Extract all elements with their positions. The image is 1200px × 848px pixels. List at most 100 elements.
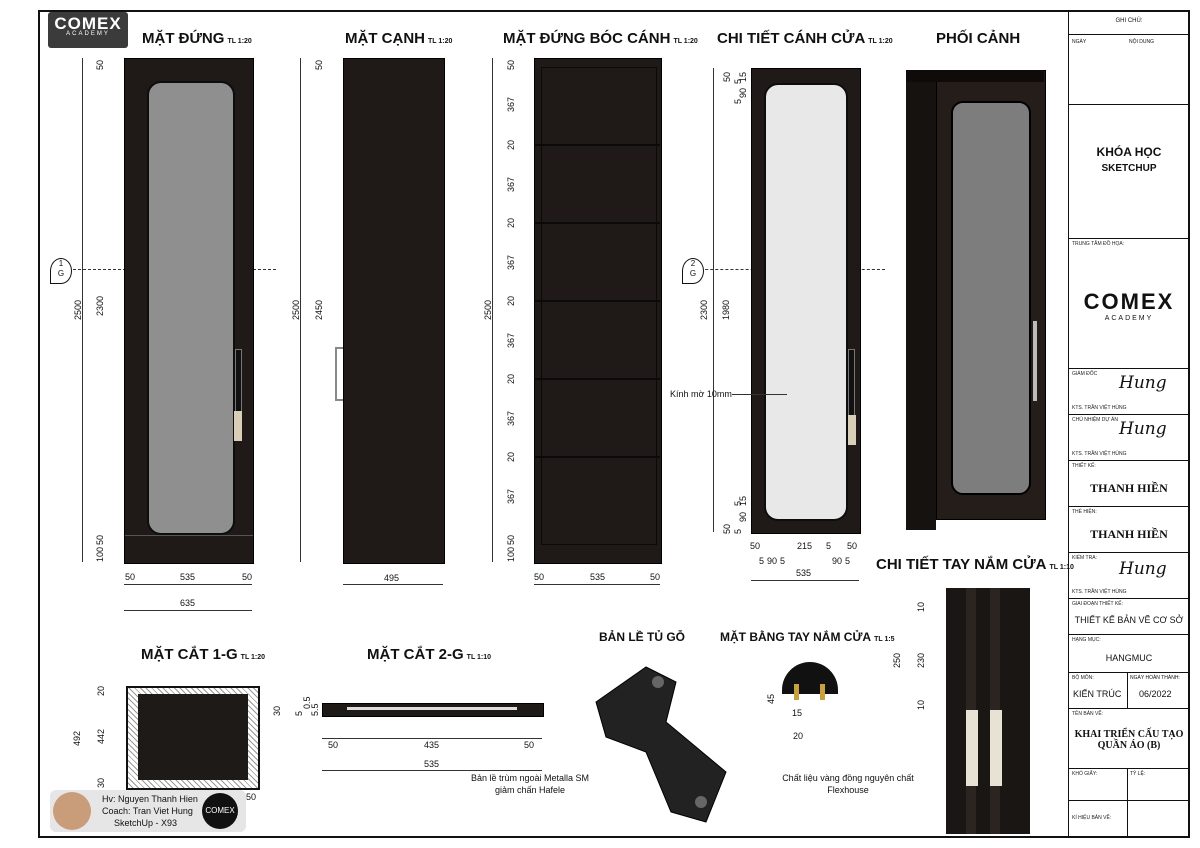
handleplan-drawing: [782, 662, 838, 700]
sec2-dim-wl: 50: [328, 740, 339, 750]
handle-tassel-left: [966, 710, 978, 786]
tb-notes: GHI CHÚ: NGÀY NỘI DUNG: [1069, 12, 1189, 104]
sec1-dim-top: 20: [96, 685, 106, 696]
open-dim-line: [492, 58, 493, 562]
persp-front: [936, 70, 1046, 520]
sec1-dim-h: 492: [72, 730, 82, 746]
side-wdim-line: [343, 584, 443, 585]
door-dim-wt: 535: [796, 568, 812, 578]
persp-side: [906, 80, 936, 530]
open-dim-wr: 50: [650, 572, 661, 582]
door-wdim-line: [751, 580, 859, 581]
handle-dim-bot: 10: [916, 699, 926, 710]
brand-logo: COMEX ACADEMY: [48, 12, 128, 48]
door-v-8: 50: [722, 523, 732, 534]
open-dim-wm: 535: [590, 572, 606, 582]
front-dim-bot1: 100: [95, 546, 105, 562]
tb-design: THIẾT KẾ: THANH HIỀN: [1069, 460, 1189, 506]
handle-material-note: Chất liệu vàng đồng nguyên chất Flexhous…: [782, 773, 914, 795]
signature-2: Hung: [1119, 419, 1167, 439]
glass-note: Kính mờ 10mm: [670, 389, 732, 399]
persp-title: PHỐI CẢNH: [936, 30, 1021, 47]
sheet-border: [38, 10, 1190, 838]
student-logo: COMEX: [202, 793, 238, 829]
tb-stage: GIAI ĐOẠN THIẾT KẾ: THIẾT KẾ BẢN VẼ CƠ S…: [1069, 598, 1189, 634]
tb-pm: CHỦ NHIỆM DỰ ÁN Hung KTS. TRẦN VIỆT HÙNG: [1069, 414, 1189, 460]
hinge-drawing: [595, 666, 727, 823]
sec1-box: [126, 686, 260, 790]
sec1-inner: [138, 694, 248, 780]
open-seg-2: 20: [506, 139, 516, 150]
glass-leader: [732, 394, 787, 395]
door-w-6: 90: [832, 556, 843, 566]
front-dim-h-total: 2500: [73, 299, 83, 320]
open-seg-6: 20: [506, 295, 516, 306]
front-dim-wt: 635: [180, 598, 196, 608]
side-handle: [335, 347, 343, 401]
student-coach: Coach: Tran Viet Hung: [102, 806, 193, 816]
door-w-5: 5: [826, 541, 832, 551]
student-course: SketchUp - X93: [114, 818, 178, 828]
side-dim-top: 50: [314, 59, 324, 70]
title-block: GHI CHÚ: NGÀY NỘI DUNG KHÓA HỌC SKETCHUP…: [1068, 12, 1189, 837]
door-v-7: 90: [738, 511, 748, 522]
handle-detail: [946, 588, 1030, 834]
side-dim-w: 495: [384, 573, 400, 583]
door-tassel: [848, 415, 856, 445]
door-panel: [751, 68, 861, 534]
handleplan-dim-w: 15: [792, 708, 803, 718]
front-dim-wr: 50: [242, 572, 253, 582]
front-cabinet: [124, 58, 254, 564]
front-dim-top: 50: [95, 59, 105, 70]
sec2-dim-wr: 50: [524, 740, 535, 750]
sec2-glass: [347, 707, 517, 710]
front-dim-wl: 50: [125, 572, 136, 582]
student-hv: Hv: Nguyen Thanh Hien: [102, 794, 198, 804]
front-dim-bot2: 50: [95, 534, 105, 545]
tb-dept: BỘ MÔN: NGÀY HOÀN THÀNH: KIẾN TRÚC 06/20…: [1069, 672, 1189, 709]
door-w-2: 90: [767, 556, 778, 566]
perspective-cabinet: [906, 70, 1046, 530]
side-dim-line: [300, 58, 301, 562]
open-seg-10: 20: [506, 451, 516, 462]
door-w-3: 5: [780, 556, 786, 566]
persp-handle: [1033, 321, 1037, 401]
door-v-3: 90: [738, 87, 748, 98]
open-seg-12: 50: [506, 534, 516, 545]
open-seg-13: 100: [506, 546, 516, 562]
open-interior: [541, 67, 657, 545]
front-wdim-line: [124, 584, 252, 585]
side-dim-h-total: 2500: [291, 299, 301, 320]
sec2-bar: [322, 703, 544, 717]
open-seg-3: 367: [506, 176, 516, 192]
brand-name: COMEX: [54, 14, 122, 33]
door-w-7: 5: [845, 556, 851, 566]
shelf-5: [534, 456, 660, 458]
persp-glass: [951, 101, 1031, 495]
open-dim-h-total: 2500: [483, 299, 493, 320]
door-w-4: 215: [797, 541, 813, 551]
tb-category: HẠNG MỤC: HANGMUC: [1069, 634, 1189, 672]
open-wdim-line: [534, 584, 660, 585]
door-v-9: 5: [733, 528, 743, 534]
door-dim-h-mid: 1980: [721, 299, 731, 320]
sec2-dim-wm: 435: [424, 740, 440, 750]
side-dim-h-mid: 2450: [314, 299, 324, 320]
student-card: Hv: Nguyen Thanh Hien Coach: Tran Viet H…: [50, 790, 246, 832]
tb-drawing-name: TÊN BẢN VẼ: KHAI TRIỂN CẤU TẠO QUẦN ÁO (…: [1069, 708, 1189, 768]
door-v-6: 15: [738, 495, 748, 506]
signature-1: Hung: [1119, 373, 1167, 393]
door-glass: [764, 83, 848, 521]
sec2-wdim-line: [322, 738, 542, 739]
open-seg-7: 367: [506, 332, 516, 348]
front-wdim-total-line: [124, 610, 252, 611]
tb-center: TRUNG TÂM ĐỒ HỌA: COMEX ACADEMY: [1069, 238, 1189, 368]
front-tassel: [234, 411, 242, 441]
sec2-dim-t: 30: [272, 705, 282, 716]
